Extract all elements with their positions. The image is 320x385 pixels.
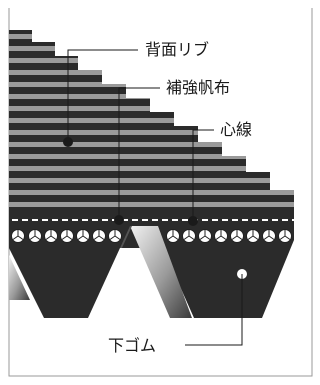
rib-stripe: [9, 82, 294, 87]
core-wire-icon: [230, 229, 244, 243]
rib-stripe: [9, 70, 294, 75]
rib-stripe: [9, 202, 294, 207]
rib-stripe: [9, 118, 294, 123]
leader-core-wire: [188, 129, 214, 226]
groove-edge: [120, 226, 132, 248]
core-wire-icon: [11, 229, 25, 243]
leader-lower-rubber: [185, 269, 247, 346]
core-wire-icon: [246, 229, 260, 243]
rib-stripe: [9, 154, 294, 159]
rib-stripe: [9, 94, 294, 99]
core-wire-icon: [262, 229, 276, 243]
rib-stripe: [9, 178, 294, 183]
groove-shading: [130, 226, 192, 318]
core-wire-icon: [198, 229, 212, 243]
core-wire-icon: [166, 229, 180, 243]
rib-stripe: [9, 166, 294, 171]
rib-stripe: [9, 34, 294, 39]
label-core-wire: 心線: [220, 120, 252, 139]
core-wire-row: [11, 229, 292, 243]
back-rib-stripes: [9, 34, 294, 207]
rib-stripe: [9, 106, 294, 111]
rib-stripe: [9, 130, 294, 135]
core-wire-icon: [108, 229, 122, 243]
rib-stripe: [9, 190, 294, 195]
rib-stripe: [9, 142, 294, 147]
core-wire-icon: [92, 229, 106, 243]
left-edge-shading: [9, 255, 30, 300]
label-back-rib: 背面リブ: [145, 40, 209, 59]
core-wire-icon: [28, 229, 42, 243]
label-lower-rubber: 下ゴム: [108, 336, 156, 355]
core-wire-icon: [44, 229, 58, 243]
core-wire-icon: [182, 229, 196, 243]
label-reinforcement-canvas: 補強帆布: [166, 78, 230, 97]
core-wire-icon: [76, 229, 90, 243]
core-wire-icon: [60, 229, 74, 243]
leader-back-rib: [63, 49, 138, 147]
core-wire-icon: [278, 229, 292, 243]
core-wire-icon: [214, 229, 228, 243]
leader-reinforcement-canvas: [114, 87, 160, 225]
